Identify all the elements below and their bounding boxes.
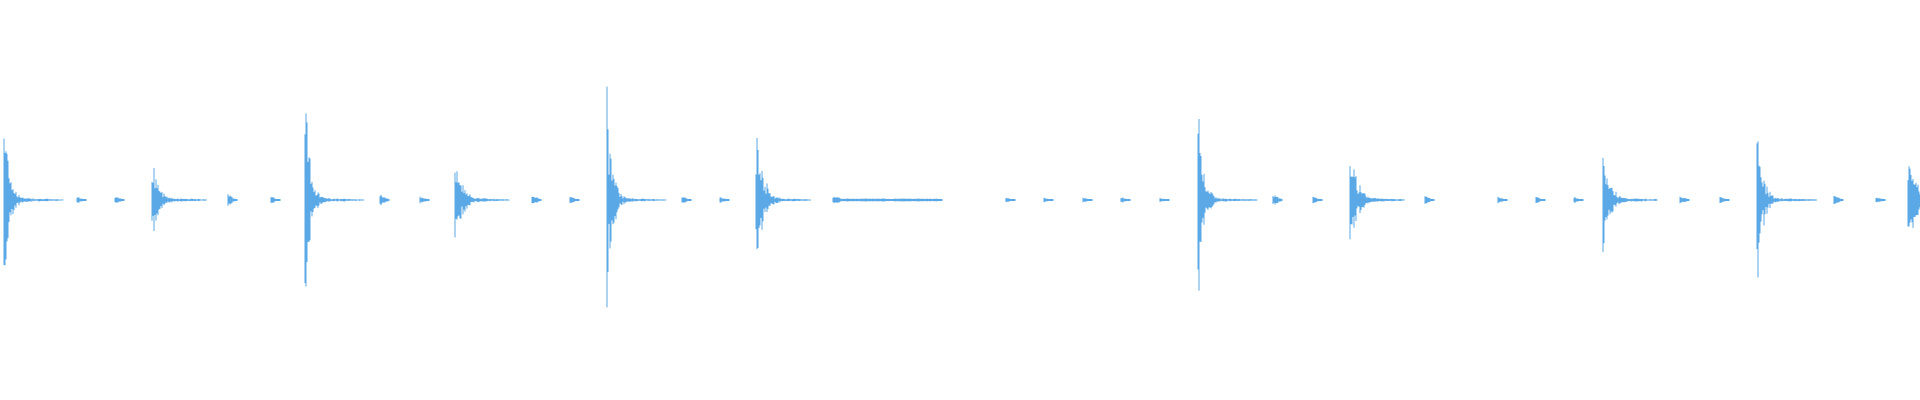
waveform-hit-16: [832, 197, 943, 203]
waveform-hit-15: [755, 137, 811, 250]
waveform-transient: [1602, 157, 1658, 253]
waveform-hit-7: [379, 194, 390, 206]
waveform-hit-8: [419, 196, 430, 204]
waveform-hit-25: [1349, 166, 1405, 240]
waveform-transient: [1312, 196, 1323, 204]
waveform-hit-3: [151, 168, 207, 231]
waveform-transient: [3, 138, 64, 266]
waveform-group: [3, 86, 1920, 308]
waveform-transient: [1082, 197, 1093, 203]
waveform-transient: [1043, 197, 1054, 203]
waveform-hit-9: [454, 171, 510, 238]
waveform-hit-30: [1602, 157, 1658, 253]
waveform-transient: [531, 196, 542, 204]
waveform-transient: [1719, 197, 1730, 203]
waveform-transient: [1272, 195, 1283, 205]
waveform-hit-27: [1497, 196, 1508, 204]
waveform-transient: [755, 137, 811, 250]
waveform-transient: [569, 197, 580, 203]
waveform-hit-12: [606, 86, 667, 308]
waveform-hit-19: [1082, 197, 1093, 203]
waveform-hit-31: [1679, 196, 1690, 204]
waveform-transient: [76, 197, 87, 203]
waveform-hit-2: [114, 197, 125, 203]
waveform-transient: [1573, 196, 1584, 204]
waveform-transient: [681, 197, 692, 203]
waveform-transient: [270, 197, 281, 203]
waveform-transient: [719, 197, 730, 203]
waveform-hit-36: [1907, 166, 1920, 228]
waveform-hit-33: [1756, 141, 1817, 278]
waveform-hit-22: [1197, 118, 1258, 291]
waveform-hit-10: [531, 196, 542, 204]
waveform-transient: [1756, 141, 1817, 278]
waveform-transient: [114, 197, 125, 203]
waveform-transient: [379, 194, 390, 206]
waveform-hit-0: [3, 138, 64, 266]
waveform-hit-29: [1573, 196, 1584, 204]
waveform-hit-28: [1535, 196, 1546, 204]
waveform-transient: [1679, 196, 1690, 204]
waveform-transient: [1535, 196, 1546, 204]
waveform-hit-34: [1833, 196, 1844, 204]
waveform-transient: [1159, 198, 1170, 202]
waveform-hit-5: [270, 197, 281, 203]
waveform-transient: [1005, 197, 1016, 203]
waveform-hit-26: [1424, 196, 1435, 204]
waveform-hit-14: [719, 197, 730, 203]
waveform-transient: [304, 113, 365, 287]
waveform-hit-23: [1272, 195, 1283, 205]
waveform-hit-18: [1043, 197, 1054, 203]
waveform-transient: [1349, 166, 1405, 240]
waveform-hit-20: [1120, 197, 1131, 203]
waveform-hit-1: [76, 197, 87, 203]
waveform-transient: [832, 197, 943, 203]
waveform-transient: [1497, 196, 1508, 204]
waveform-hit-6: [304, 113, 365, 287]
waveform-transient: [151, 168, 207, 231]
waveform-hit-13: [681, 197, 692, 203]
waveform-hit-24: [1312, 196, 1323, 204]
waveform-hit-32: [1719, 197, 1730, 203]
waveform-hit-35: [1875, 197, 1886, 203]
waveform-transient: [1907, 166, 1920, 228]
waveform-hit-11: [569, 197, 580, 203]
waveform-transient: [454, 171, 510, 238]
waveform-transient: [1120, 197, 1131, 203]
waveform-hit-21: [1159, 198, 1170, 202]
waveform-hit-17: [1005, 197, 1016, 203]
waveform-transient: [419, 196, 430, 204]
waveform-transient: [1833, 196, 1844, 204]
waveform-hit-4: [227, 194, 238, 206]
waveform-transient: [1875, 197, 1886, 203]
waveform-transient: [1424, 196, 1435, 204]
waveform-transient: [227, 194, 238, 206]
waveform-transient: [1197, 118, 1258, 291]
waveform-transient: [606, 86, 667, 308]
